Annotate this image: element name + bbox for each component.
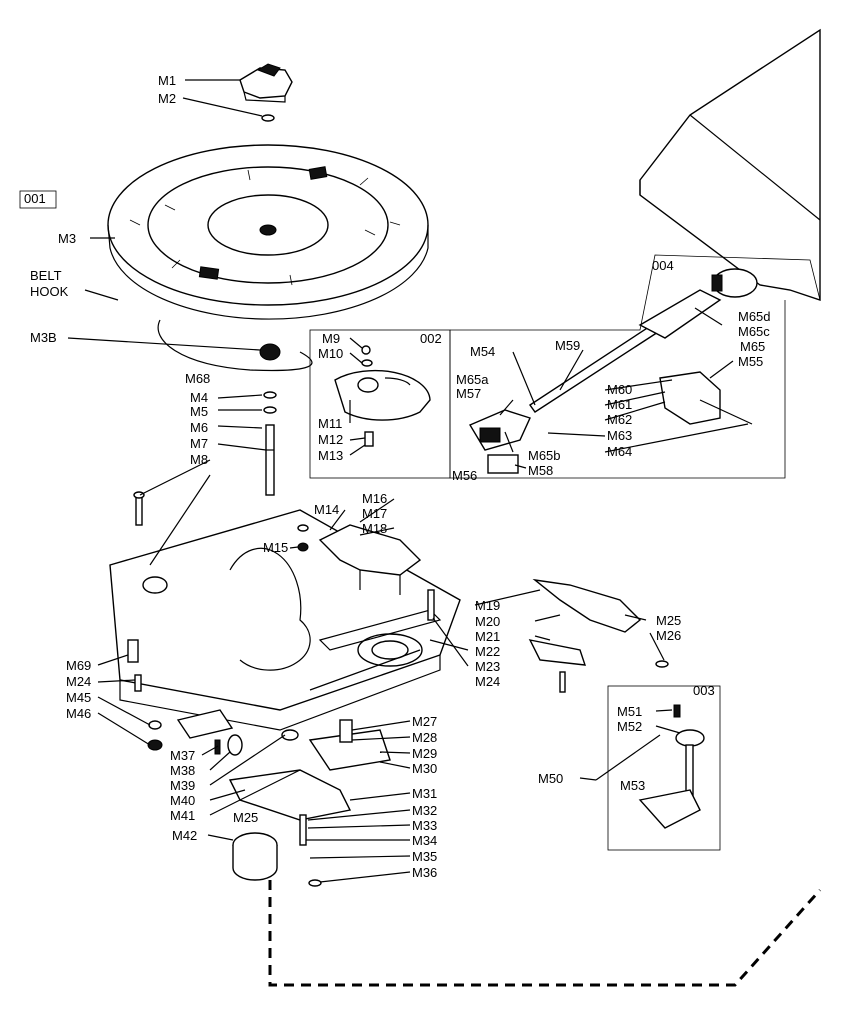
label-m42: M42 — [172, 828, 197, 843]
label-m63: M63 — [607, 428, 632, 443]
group-004-frame — [450, 254, 821, 331]
shaft-assembly — [595, 704, 705, 829]
label-m61: M61 — [607, 397, 632, 412]
label-m39: M39 — [170, 778, 195, 793]
label-m65b: M65b — [528, 448, 561, 463]
label-m60: M60 — [607, 382, 632, 397]
label-m52: M52 — [617, 719, 642, 734]
base-outline — [268, 880, 822, 987]
dust-cover — [639, 28, 821, 301]
arm-rest — [659, 371, 753, 425]
label-m50: M50 — [538, 771, 563, 786]
label-m27: M27 — [412, 714, 437, 729]
label-m8: M8 — [190, 452, 208, 467]
label-m57: M57 — [456, 386, 481, 401]
label-m6: M6 — [190, 420, 208, 435]
label-m13: M13 — [318, 448, 343, 463]
drive-belt — [157, 319, 313, 372]
label-m69: M69 — [66, 658, 91, 673]
label-m21: M21 — [475, 629, 500, 644]
label-m28: M28 — [412, 730, 437, 745]
label-m29: M29 — [412, 746, 437, 761]
label-m9: M9 — [322, 331, 340, 346]
label-m11: M11 — [318, 416, 342, 431]
label-m32: M32 — [412, 803, 437, 818]
platter — [107, 144, 429, 320]
label-m5: M5 — [190, 404, 208, 419]
label-m65d: M65d — [738, 309, 771, 324]
label-m54: M54 — [470, 344, 495, 359]
label-m65c: M65c — [738, 324, 770, 339]
label-m31: M31 — [412, 786, 437, 801]
label-m36: M36 — [412, 865, 437, 880]
label-m7: M7 — [190, 436, 208, 451]
label-m51: M51 — [617, 704, 642, 719]
spindle-stack — [259, 343, 281, 496]
bracket — [297, 524, 422, 595]
label-m33: M33 — [412, 818, 437, 833]
label-m16: M16 — [362, 491, 387, 506]
label-m2: M2 — [158, 91, 176, 106]
label-hook: HOOK — [30, 284, 69, 299]
label-m30: M30 — [412, 761, 437, 776]
label-m53: M53 — [620, 778, 645, 793]
spindle-adapter — [239, 63, 293, 122]
group-004-label: 004 — [652, 258, 674, 273]
label-m59: M59 — [555, 338, 580, 353]
cam-disc — [334, 345, 431, 447]
label-m55: M55 — [738, 354, 763, 369]
part-labels: M1 M2 M3 BELT HOOK M3B M68 M4 M5 M6 M7 M… — [30, 73, 771, 880]
label-m3b: M3B — [30, 330, 57, 345]
screw — [133, 491, 145, 526]
label-m22: M22 — [475, 644, 500, 659]
label-m25-right: M25 — [656, 613, 681, 628]
label-m45: M45 — [66, 690, 91, 705]
label-m24-right: M24 — [475, 674, 500, 689]
label-m64: M64 — [607, 444, 632, 459]
label-m19: M19 — [475, 598, 500, 613]
label-m10: M10 — [318, 346, 343, 361]
label-m34: M34 — [412, 833, 437, 848]
label-m20: M20 — [475, 614, 500, 629]
label-m65a: M65a — [456, 372, 489, 387]
label-m25-left: M25 — [233, 810, 258, 825]
tonearm — [468, 268, 758, 474]
label-m18: M18 — [362, 521, 387, 536]
label-m41: M41 — [170, 808, 195, 823]
label-m37: M37 — [170, 748, 195, 763]
label-m1: M1 — [158, 73, 176, 88]
group-003-label: 003 — [693, 683, 715, 698]
group-labels: 001 002 004 003 — [19, 190, 715, 698]
group-003-frame — [607, 685, 721, 851]
label-m35: M35 — [412, 849, 437, 864]
group-002-label: 002 — [420, 331, 442, 346]
label-belt: BELT — [30, 268, 62, 283]
label-m15: M15 — [263, 540, 288, 555]
group-001-label: 001 — [24, 191, 46, 206]
label-m38: M38 — [170, 763, 195, 778]
label-m12: M12 — [318, 432, 343, 447]
label-m65: M65 — [740, 339, 765, 354]
label-m3: M3 — [58, 231, 76, 246]
label-m26: M26 — [656, 628, 681, 643]
lower-parts — [127, 639, 391, 887]
label-m4: M4 — [190, 390, 208, 405]
label-m62: M62 — [607, 412, 632, 427]
leader-lines — [67, 79, 749, 883]
label-m40: M40 — [170, 793, 195, 808]
label-m68: M68 — [185, 371, 210, 386]
label-m23: M23 — [475, 659, 500, 674]
label-m14: M14 — [314, 502, 339, 517]
label-m56: M56 — [452, 468, 477, 483]
lever-assembly — [427, 578, 669, 693]
label-m46: M46 — [66, 706, 91, 721]
label-m24-left: M24 — [66, 674, 91, 689]
label-m17: M17 — [362, 506, 387, 521]
label-m58: M58 — [528, 463, 553, 478]
